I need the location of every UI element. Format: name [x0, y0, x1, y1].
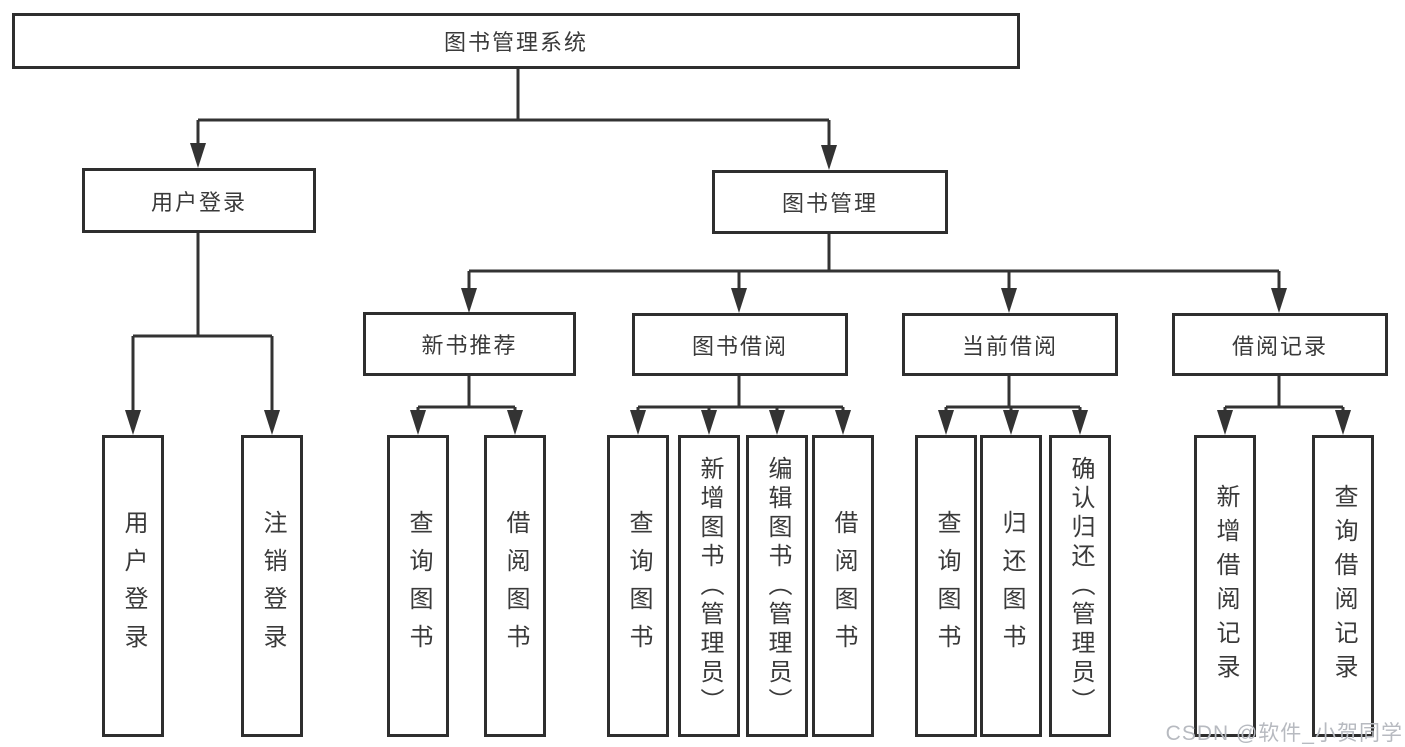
leaf-add-books-admin: 新增图书（管理员） [678, 435, 740, 737]
leaf-label: 查询图书 [933, 510, 960, 662]
node-borrow-records: 借阅记录 [1172, 313, 1388, 376]
leaf-add-borrow-record: 新增借阅记录 [1194, 435, 1256, 737]
leaf-query-books: 查询图书 [915, 435, 977, 737]
leaf-label: 新增图书（管理员） [696, 455, 723, 717]
leaf-query-books: 查询图书 [607, 435, 669, 737]
node-label: 用户登录 [150, 189, 247, 215]
arrowheads [125, 143, 1351, 435]
node-root-label: 图书管理系统 [443, 30, 588, 55]
leaf-return-books: 归还图书 [980, 435, 1042, 737]
leaf-edit-books-admin: 编辑图书（管理员） [746, 435, 808, 737]
node-label: 图书借阅 [691, 333, 788, 359]
node-label: 新书推荐 [421, 333, 518, 358]
node-label: 当前借阅 [961, 333, 1058, 359]
leaf-label: 用户登录 [120, 510, 147, 662]
leaf-query-borrow-record: 查询借阅记录 [1312, 435, 1374, 737]
leaf-borrow-books: 借阅图书 [812, 435, 874, 737]
node-user-login-module: 用户登录 [82, 168, 316, 233]
node-label: 图书管理 [781, 191, 878, 216]
csdn-watermark: CSDN @软件_小贺同学 [1165, 722, 1403, 745]
node-book-management-module: 图书管理 [712, 170, 948, 234]
leaf-label: 查询图书 [405, 510, 432, 662]
node-book-borrow: 图书借阅 [632, 313, 848, 376]
leaf-borrow-books: 借阅图书 [484, 435, 546, 737]
leaf-label: 借阅图书 [502, 510, 529, 662]
leaf-query-books: 查询图书 [387, 435, 449, 737]
leaf-label: 查询借阅记录 [1330, 484, 1357, 688]
leaf-label: 编辑图书（管理员） [764, 455, 791, 717]
leaf-label: 注销登录 [259, 510, 286, 662]
node-new-book-recommend: 新书推荐 [363, 312, 576, 376]
node-root-system: 图书管理系统 [12, 13, 1020, 69]
leaf-label: 借阅图书 [830, 510, 857, 662]
leaf-user-login: 用户登录 [102, 435, 164, 737]
leaf-label: 归还图书 [998, 510, 1025, 662]
node-label: 借阅记录 [1231, 333, 1328, 359]
leaf-logout: 注销登录 [241, 435, 303, 737]
leaf-confirm-return-admin: 确认归还（管理员） [1049, 435, 1111, 737]
leaf-label: 新增借阅记录 [1212, 484, 1239, 688]
leaf-label: 确认归还（管理员） [1067, 455, 1094, 717]
node-current-borrow: 当前借阅 [902, 313, 1118, 376]
leaf-label: 查询图书 [625, 510, 652, 662]
